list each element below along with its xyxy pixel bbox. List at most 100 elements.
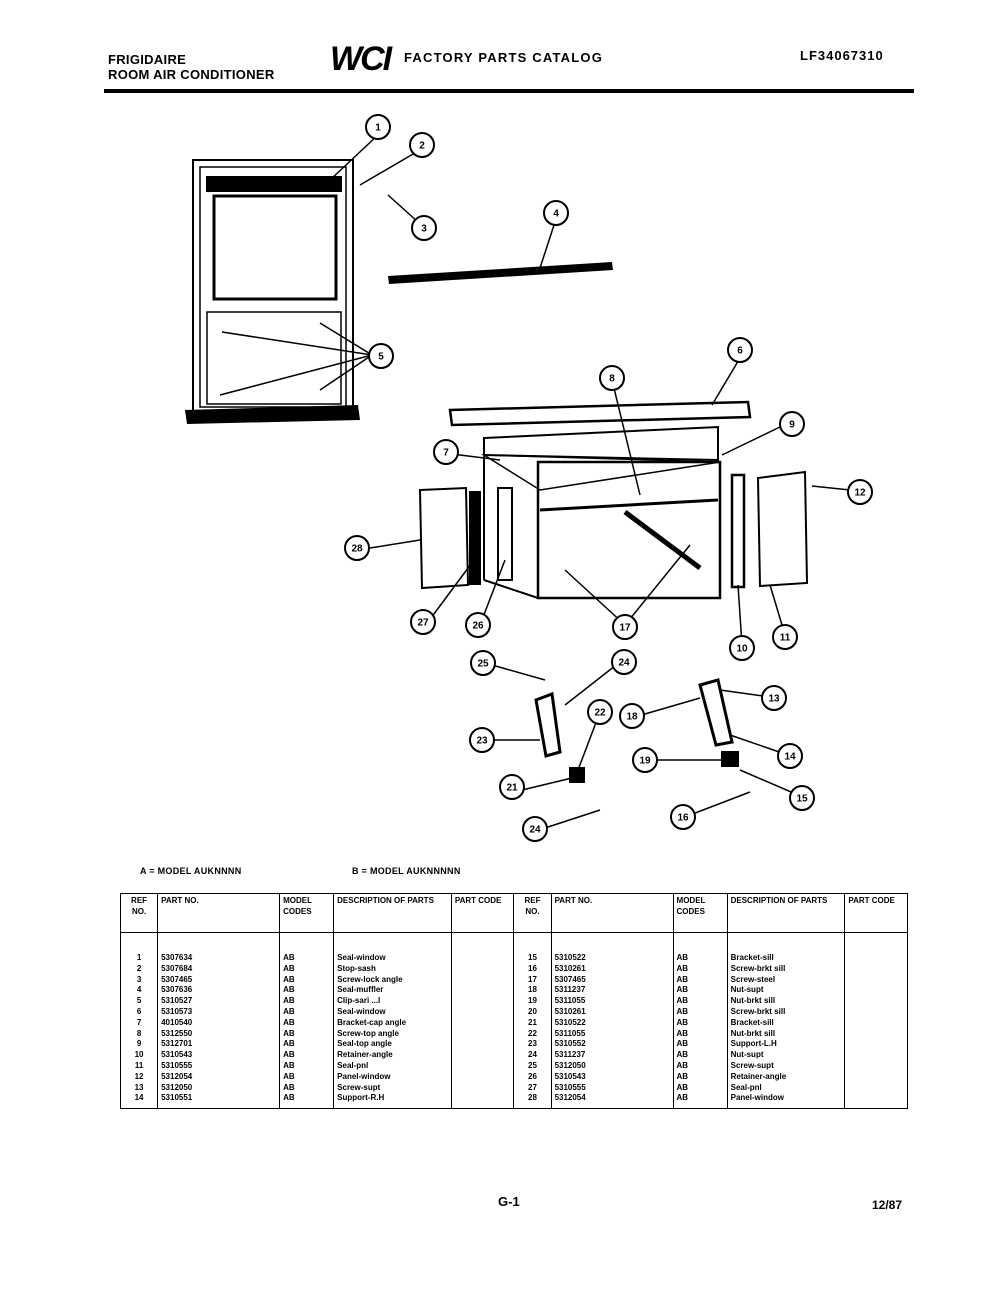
cell-desc: Nut-supt [726, 985, 846, 997]
cell-ref: 8 [119, 1028, 159, 1040]
col-ref: REF NO. [513, 893, 552, 933]
cell-desc: Panel-window [726, 1093, 846, 1110]
seal-muffler-bar [388, 262, 613, 284]
cell-part: 4010540 [157, 1017, 281, 1029]
cell-ref: 19 [513, 996, 552, 1007]
svg-text:15: 15 [796, 794, 808, 805]
legend-model-a: A = MODEL AUKNNNN [140, 866, 242, 876]
cell-ref: 15 [513, 932, 552, 964]
catalog-title: FACTORY PARTS CATALOG [404, 50, 604, 65]
cell-ref: 3 [119, 974, 159, 986]
callout-4: 4 [543, 200, 569, 226]
svg-text:4: 4 [553, 209, 559, 220]
col-ref: REF NO. [119, 893, 159, 933]
cell-desc: Bracket-cap angle [333, 1017, 452, 1029]
product-name: ROOM AIR CONDITIONER [108, 67, 275, 82]
cell-model: AB [279, 1050, 335, 1061]
cell-part: 5312054 [157, 1071, 281, 1083]
cell-code [844, 963, 908, 975]
callout-16: 16 [670, 804, 696, 830]
col-code: PART CODE [450, 893, 515, 933]
cell-desc: Nut-brkt sill [726, 996, 846, 1007]
cell-model: AB [279, 1071, 335, 1083]
cell-model: AB [672, 1039, 728, 1051]
cell-code [844, 932, 908, 964]
cell-code [844, 1028, 908, 1040]
cell-model: AB [279, 1060, 335, 1072]
cell-code [450, 1050, 515, 1061]
cell-ref: 17 [513, 974, 552, 986]
svg-text:22: 22 [594, 708, 606, 719]
cell-ref: 25 [513, 1060, 552, 1072]
wci-logo: WCI [330, 40, 392, 78]
svg-text:11: 11 [780, 633, 791, 644]
cell-desc: Screw-lock angle [333, 974, 452, 986]
cell-desc: Retainer-angle [333, 1050, 452, 1061]
cell-part: 5310551 [157, 1093, 281, 1110]
cell-model: AB [672, 1028, 728, 1040]
svg-text:28: 28 [351, 544, 363, 555]
cell-part: 5310261 [550, 963, 674, 975]
cell-model: AB [279, 974, 335, 986]
legend-model-b: B = MODEL AUKNNNNN [352, 866, 461, 876]
cell-model: AB [279, 1028, 335, 1040]
cell-desc: Seal-top angle [333, 1039, 452, 1051]
svg-text:2: 2 [419, 141, 425, 152]
cell-code [450, 932, 515, 964]
cell-part: 5310261 [550, 1006, 674, 1018]
cell-model: AB [672, 974, 728, 986]
svg-text:24: 24 [618, 658, 630, 669]
cell-model: AB [279, 932, 335, 964]
callout-26: 26 [465, 612, 491, 638]
cell-desc: Screw-supt [726, 1060, 846, 1072]
cell-code [450, 1082, 515, 1094]
cell-model: AB [672, 1050, 728, 1061]
callout-5: 5 [368, 343, 394, 369]
svg-text:7: 7 [443, 448, 449, 459]
callout-3: 3 [411, 215, 437, 241]
cell-desc: Screw-brkt sill [726, 963, 846, 975]
cell-ref: 10 [119, 1050, 159, 1061]
cell-code [450, 1039, 515, 1051]
cell-part: 5311237 [550, 1050, 674, 1061]
callout-24: 24 [522, 816, 548, 842]
cell-model: AB [672, 1017, 728, 1029]
cell-model: AB [279, 996, 335, 1007]
cell-desc: Screw-top angle [333, 1028, 452, 1040]
cell-code [450, 996, 515, 1007]
cell-model: AB [279, 1039, 335, 1051]
callout-25: 25 [470, 650, 496, 676]
header-brand-block: FRIGIDAIRE ROOM AIR CONDITIONER [108, 52, 275, 82]
cell-code [844, 1006, 908, 1018]
window-frame [192, 159, 354, 413]
callout-22: 22 [587, 699, 613, 725]
cell-model: AB [279, 963, 335, 975]
callout-28: 28 [344, 535, 370, 561]
cell-model: AB [279, 1093, 335, 1110]
cell-code [844, 985, 908, 997]
cell-desc: Seal-window [333, 1006, 452, 1018]
cell-part: 5310522 [550, 1017, 674, 1029]
col-model: MODEL CODES [279, 893, 335, 933]
callout-6: 6 [727, 337, 753, 363]
cell-ref: 18 [513, 985, 552, 997]
parts-table: REF NO. PART NO. MODEL CODES DESCRIPTION… [119, 893, 908, 1110]
cell-code [450, 1060, 515, 1072]
cell-part: 5312050 [157, 1082, 281, 1094]
cell-code [450, 985, 515, 997]
cell-desc: Screw-brkt sill [726, 1006, 846, 1018]
svg-text:26: 26 [472, 621, 484, 632]
cell-ref: 6 [119, 1006, 159, 1018]
col-part: PART NO. [157, 893, 281, 933]
cell-code [450, 1093, 515, 1110]
cell-desc: Seal-pnl [726, 1082, 846, 1094]
svg-text:12: 12 [854, 488, 866, 499]
